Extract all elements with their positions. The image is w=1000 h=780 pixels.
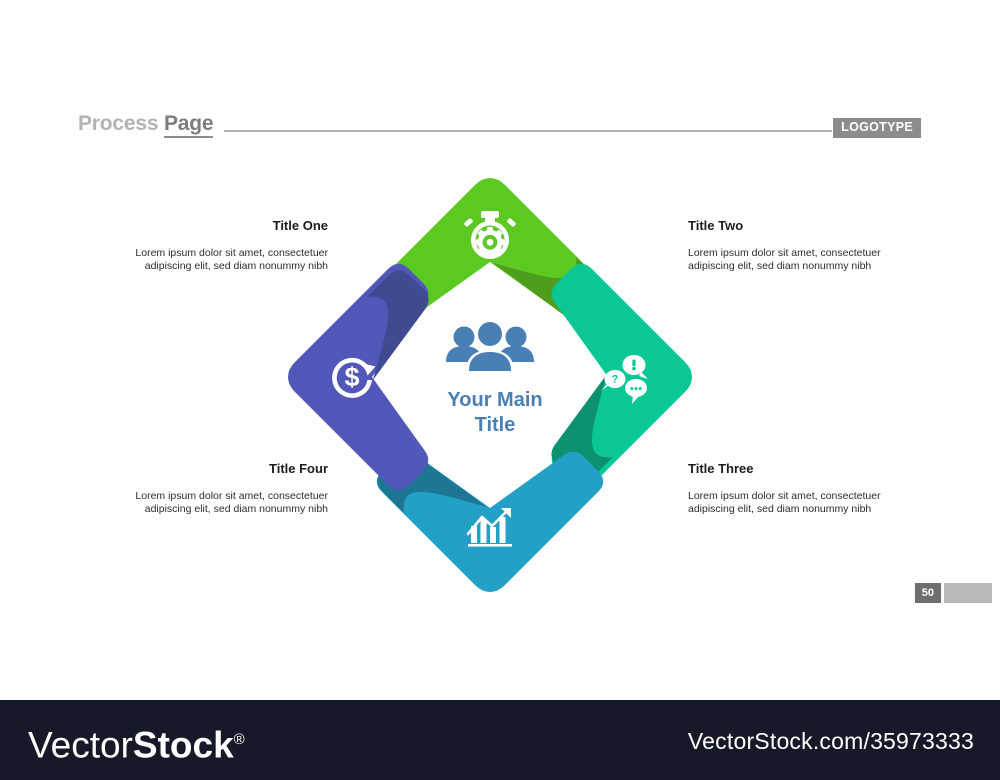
logotype-badge: LOGOTYPE	[832, 117, 922, 139]
vectorstock-logo-bold: Stock	[132, 724, 234, 766]
svg-text:$: $	[344, 362, 359, 392]
stopwatch-gear-icon	[464, 211, 516, 259]
text-block-title-two: Title Two Lorem ipsum dolor sit amet, co…	[688, 218, 898, 273]
page-number-bar	[944, 583, 992, 603]
header-divider-rule	[224, 130, 852, 132]
title-one-heading: Title One	[272, 218, 328, 233]
left-chevron-shadow	[367, 270, 429, 380]
title-four-heading: Title Four	[269, 461, 328, 476]
people-group-icon	[446, 319, 534, 372]
page-number-group: 50	[914, 583, 992, 603]
title-two-body: Lorem ipsum dolor sit amet, consectetuer…	[688, 247, 881, 272]
text-block-title-three: Title Three Lorem ipsum dolor sit amet, …	[688, 461, 898, 516]
page-number-badge: 50	[914, 583, 941, 603]
dollar-refresh-icon: $	[332, 357, 376, 398]
title-three-heading: Title Three	[688, 461, 754, 476]
title-four-body: Lorem ipsum dolor sit amet, consectetuer…	[135, 490, 328, 515]
title-two-heading: Title Two	[688, 218, 744, 233]
center-title-line-1: Your Main	[447, 389, 543, 411]
segment-left-purple: $	[288, 263, 429, 491]
center-title-line-2: Title	[474, 414, 516, 436]
vectorstock-logo: VectorStock®	[28, 718, 245, 767]
page-title: Process Page	[78, 112, 214, 138]
bar-chart-growth-icon	[466, 508, 512, 547]
slide-header: Process Page LOGOTYPE	[78, 112, 922, 146]
title-one-body: Lorem ipsum dolor sit amet, consectetuer…	[135, 247, 328, 272]
vectorstock-url: VectorStock.com/35973333	[687, 728, 974, 754]
center-main-title: Your Main Title	[390, 388, 600, 438]
page-title-light: Process	[78, 112, 159, 135]
text-block-title-one: Title One Lorem ipsum dolor sit amet, co…	[118, 218, 328, 273]
watermark-footer: VectorStock® VectorStock.com/35973333	[0, 700, 1000, 780]
registered-mark-icon: ®	[233, 731, 245, 748]
speech-bubbles-icon: ?	[601, 355, 648, 404]
svg-text:?: ?	[612, 374, 619, 386]
text-block-title-four: Title Four Lorem ipsum dolor sit amet, c…	[118, 461, 328, 516]
page-title-dark: Page	[163, 112, 214, 138]
vectorstock-logo-thin: Vector	[28, 724, 133, 766]
process-diagram: ?	[280, 170, 700, 600]
title-three-body: Lorem ipsum dolor sit amet, consectetuer…	[688, 490, 881, 515]
